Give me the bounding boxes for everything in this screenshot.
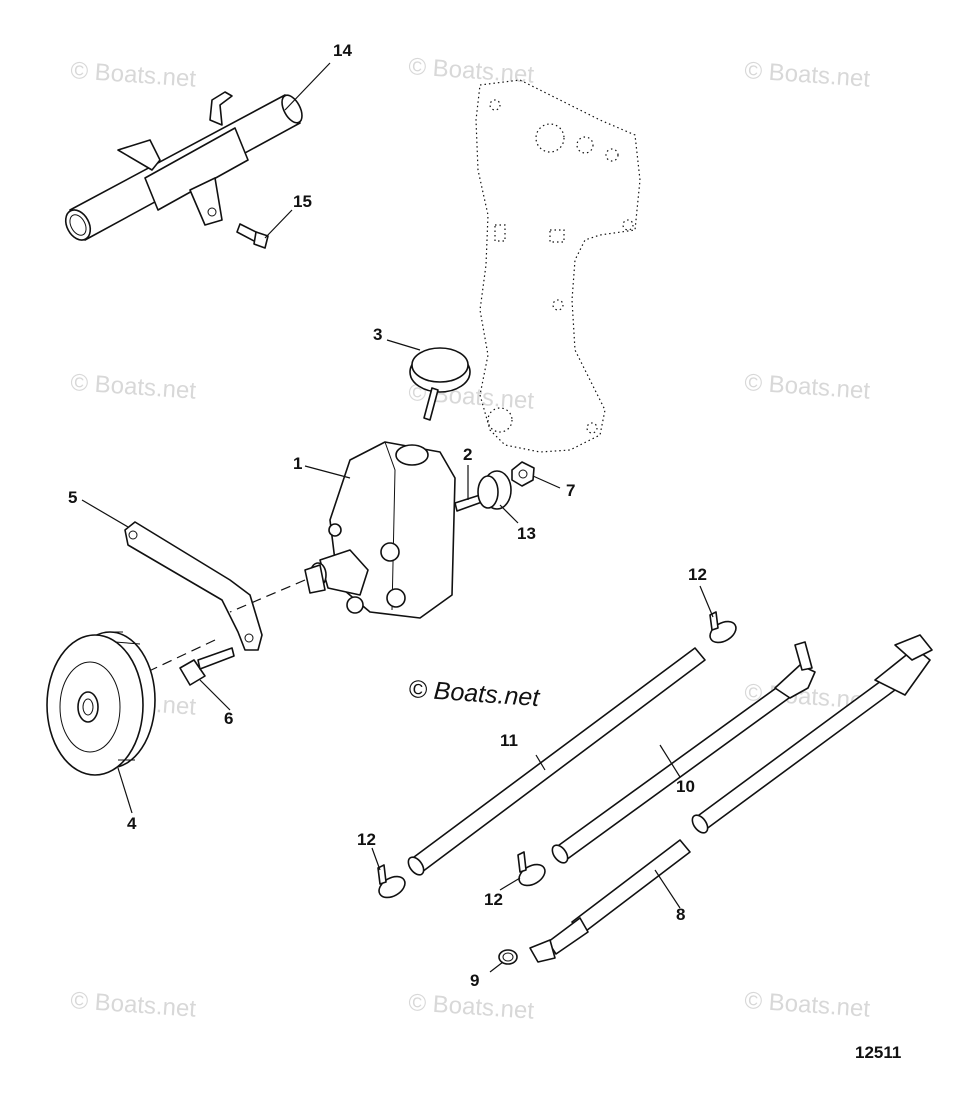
watermark: © Boats.net xyxy=(70,987,198,1023)
callout-label: 3 xyxy=(373,325,382,344)
watermarks: © Boats.net © Boats.net © Boats.net © Bo… xyxy=(70,53,872,1025)
callout-label: 12 xyxy=(484,890,503,909)
part-6-bolt xyxy=(179,647,235,686)
callout-label: 1 xyxy=(293,454,302,473)
part-12-clamp xyxy=(517,851,546,887)
part-5-bracket xyxy=(124,521,263,651)
part-4-pulley xyxy=(46,631,156,776)
part-10-hose xyxy=(551,641,816,864)
part-12-clamp xyxy=(709,611,737,644)
part-15-bolt xyxy=(236,223,269,249)
part-14-tube xyxy=(64,91,303,241)
callout-label: 2 xyxy=(463,445,472,464)
watermark: © Boats.net xyxy=(744,369,872,405)
leader-lines xyxy=(81,62,714,973)
part-11-hose xyxy=(407,647,706,876)
alignment-lines xyxy=(129,579,306,681)
callout-label: 12 xyxy=(357,830,376,849)
watermark: © Boats.net xyxy=(70,369,198,405)
callout-label: 4 xyxy=(127,814,137,833)
part-7-nut xyxy=(511,461,535,487)
part-12-clamp xyxy=(377,864,406,899)
watermark: © Boats.net xyxy=(70,57,198,93)
callout-label: 10 xyxy=(676,777,695,796)
mounting-bracket-outline xyxy=(475,79,641,453)
part-13-spacer xyxy=(477,470,512,510)
watermark: © Boats.net xyxy=(408,53,536,89)
callout-label: 5 xyxy=(68,488,77,507)
callout-labels: 14 15 3 1 2 7 13 5 12 6 4 11 10 12 12 8 … xyxy=(68,41,707,990)
figure-number: 12511 xyxy=(855,1043,901,1062)
part-9-o-ring xyxy=(498,949,518,965)
callout-label: 13 xyxy=(517,524,536,543)
part-3-cap xyxy=(409,347,471,421)
callout-label: 14 xyxy=(333,41,352,60)
watermark: © Boats.net xyxy=(744,57,872,93)
callout-label: 8 xyxy=(676,905,685,924)
part-1-pump xyxy=(304,441,456,619)
callout-label: 7 xyxy=(566,481,575,500)
part-8-hose xyxy=(529,634,933,963)
callout-label: 6 xyxy=(224,709,233,728)
callout-label: 9 xyxy=(470,971,479,990)
callout-label: 12 xyxy=(688,565,707,584)
watermark: © Boats.net xyxy=(744,987,872,1023)
callout-label: 11 xyxy=(500,731,518,750)
watermark: © Boats.net xyxy=(408,989,536,1025)
center-watermark: © Boats.net xyxy=(408,675,542,712)
callout-label: 15 xyxy=(293,192,312,211)
